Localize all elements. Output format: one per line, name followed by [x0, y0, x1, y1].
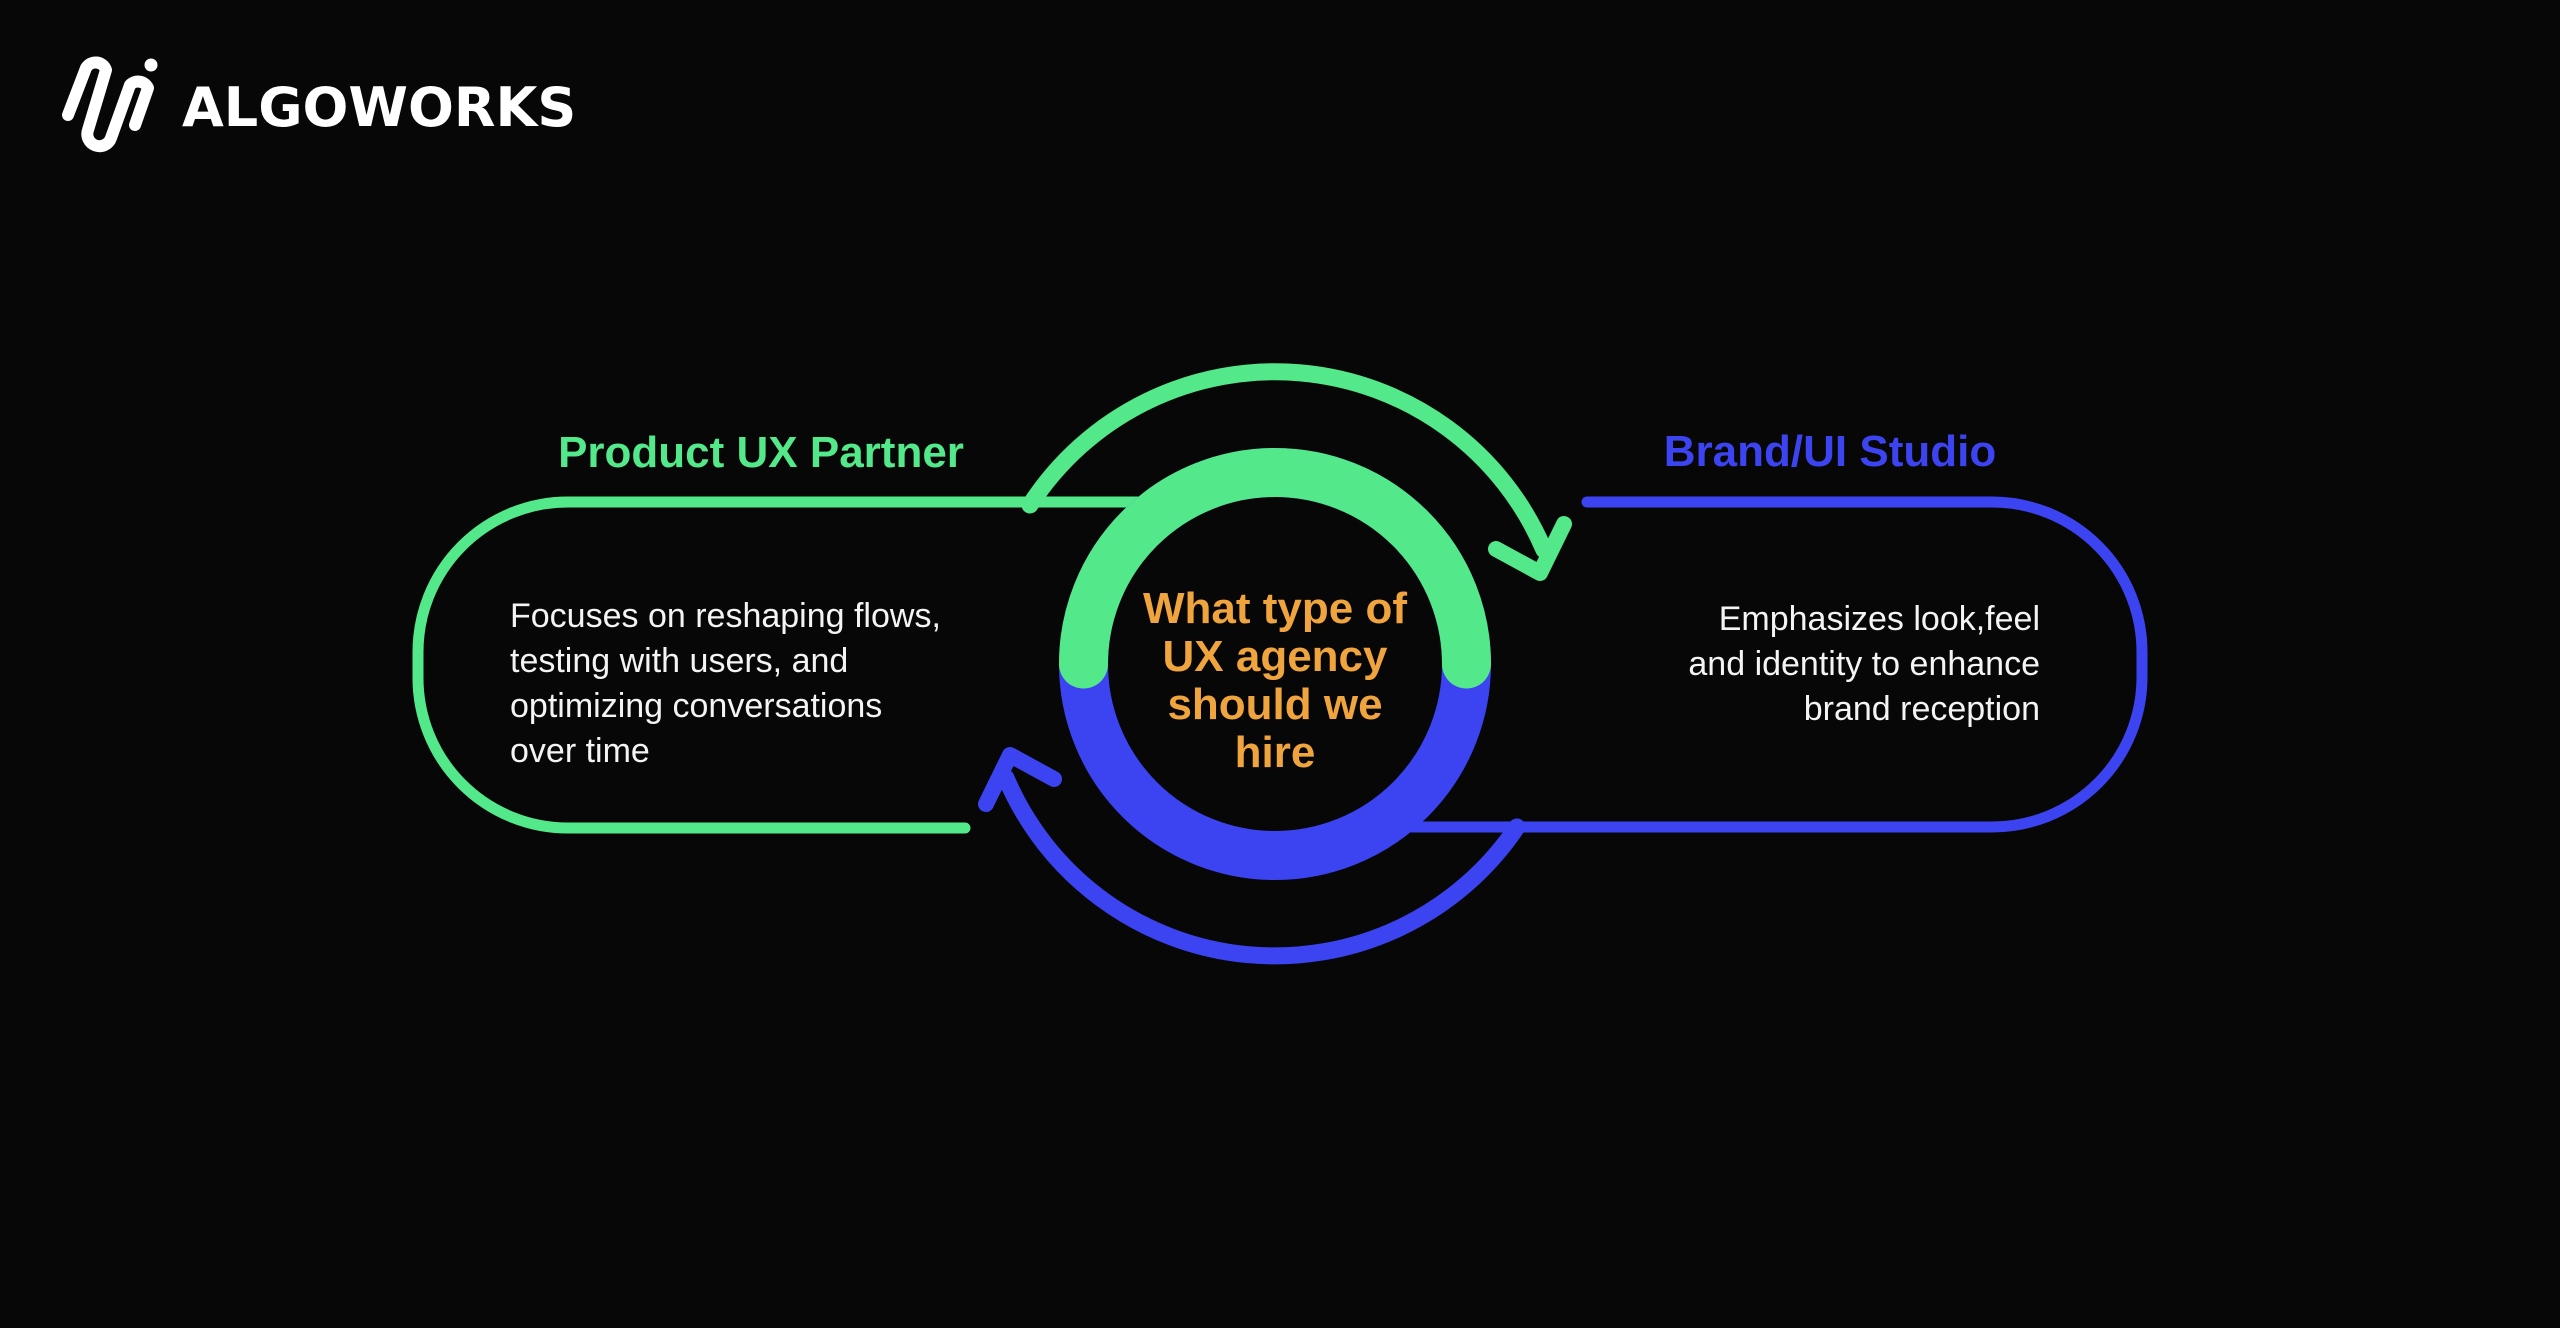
logo-wordmark: ALGOWORKS — [182, 76, 577, 139]
left-panel-title: Product UX Partner — [558, 428, 964, 477]
algoworks-logo: ALGOWORKS — [58, 50, 576, 160]
left-panel-body: Focuses on reshaping flows, testing with… — [510, 597, 941, 770]
right-panel-title: Brand/UI Studio — [1663, 427, 1997, 476]
top-clockwise-arrow-icon — [1021, 363, 1553, 559]
right-panel-outline — [1406, 496, 2148, 833]
bottom-counterclockwise-arrow-icon — [997, 769, 1526, 965]
algoworks-paperclip-icon — [62, 56, 158, 153]
bottom-arrowhead-icon — [978, 747, 1062, 812]
left-panel-outline — [412, 496, 1146, 834]
center-question: What type of UX agency should we hire — [1143, 584, 1407, 777]
right-panel-body: Emphasizes look,feel and identity to enh… — [1688, 600, 2040, 728]
center-ring-top-half — [1059, 448, 1491, 689]
top-arrowhead-icon — [1488, 516, 1572, 581]
